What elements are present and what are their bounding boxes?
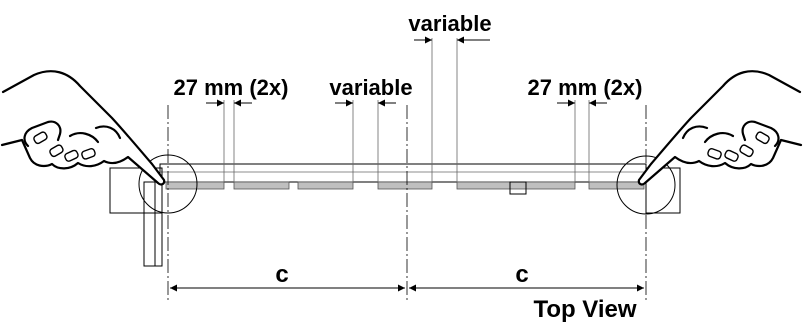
view-name-label: Top View: [533, 296, 636, 323]
right-hand-icon: [637, 70, 803, 186]
dimension-arrows: [206, 36, 607, 107]
spacing-right-label: 27 mm (2x): [528, 75, 643, 100]
c-left-label: c: [275, 261, 288, 288]
variable-mid-label: variable: [329, 75, 412, 100]
spacing-left-label: 27 mm (2x): [174, 75, 289, 100]
glass-panel: [377, 181, 433, 190]
variable-top-label: variable: [408, 11, 491, 36]
glass-panel: [588, 181, 645, 190]
rail-frame: [109, 163, 681, 267]
extension-lines: [223, 38, 590, 182]
glass-panel: [297, 181, 354, 190]
glass-panels: [165, 181, 645, 195]
c-right-label: c: [515, 261, 528, 288]
center-lines: [167, 105, 647, 300]
glass-panel: [165, 181, 225, 190]
left-hand-icon: [0, 70, 166, 186]
center-bracket: [509, 181, 527, 195]
glass-panel: [233, 181, 290, 190]
glass-panel: [456, 181, 576, 190]
